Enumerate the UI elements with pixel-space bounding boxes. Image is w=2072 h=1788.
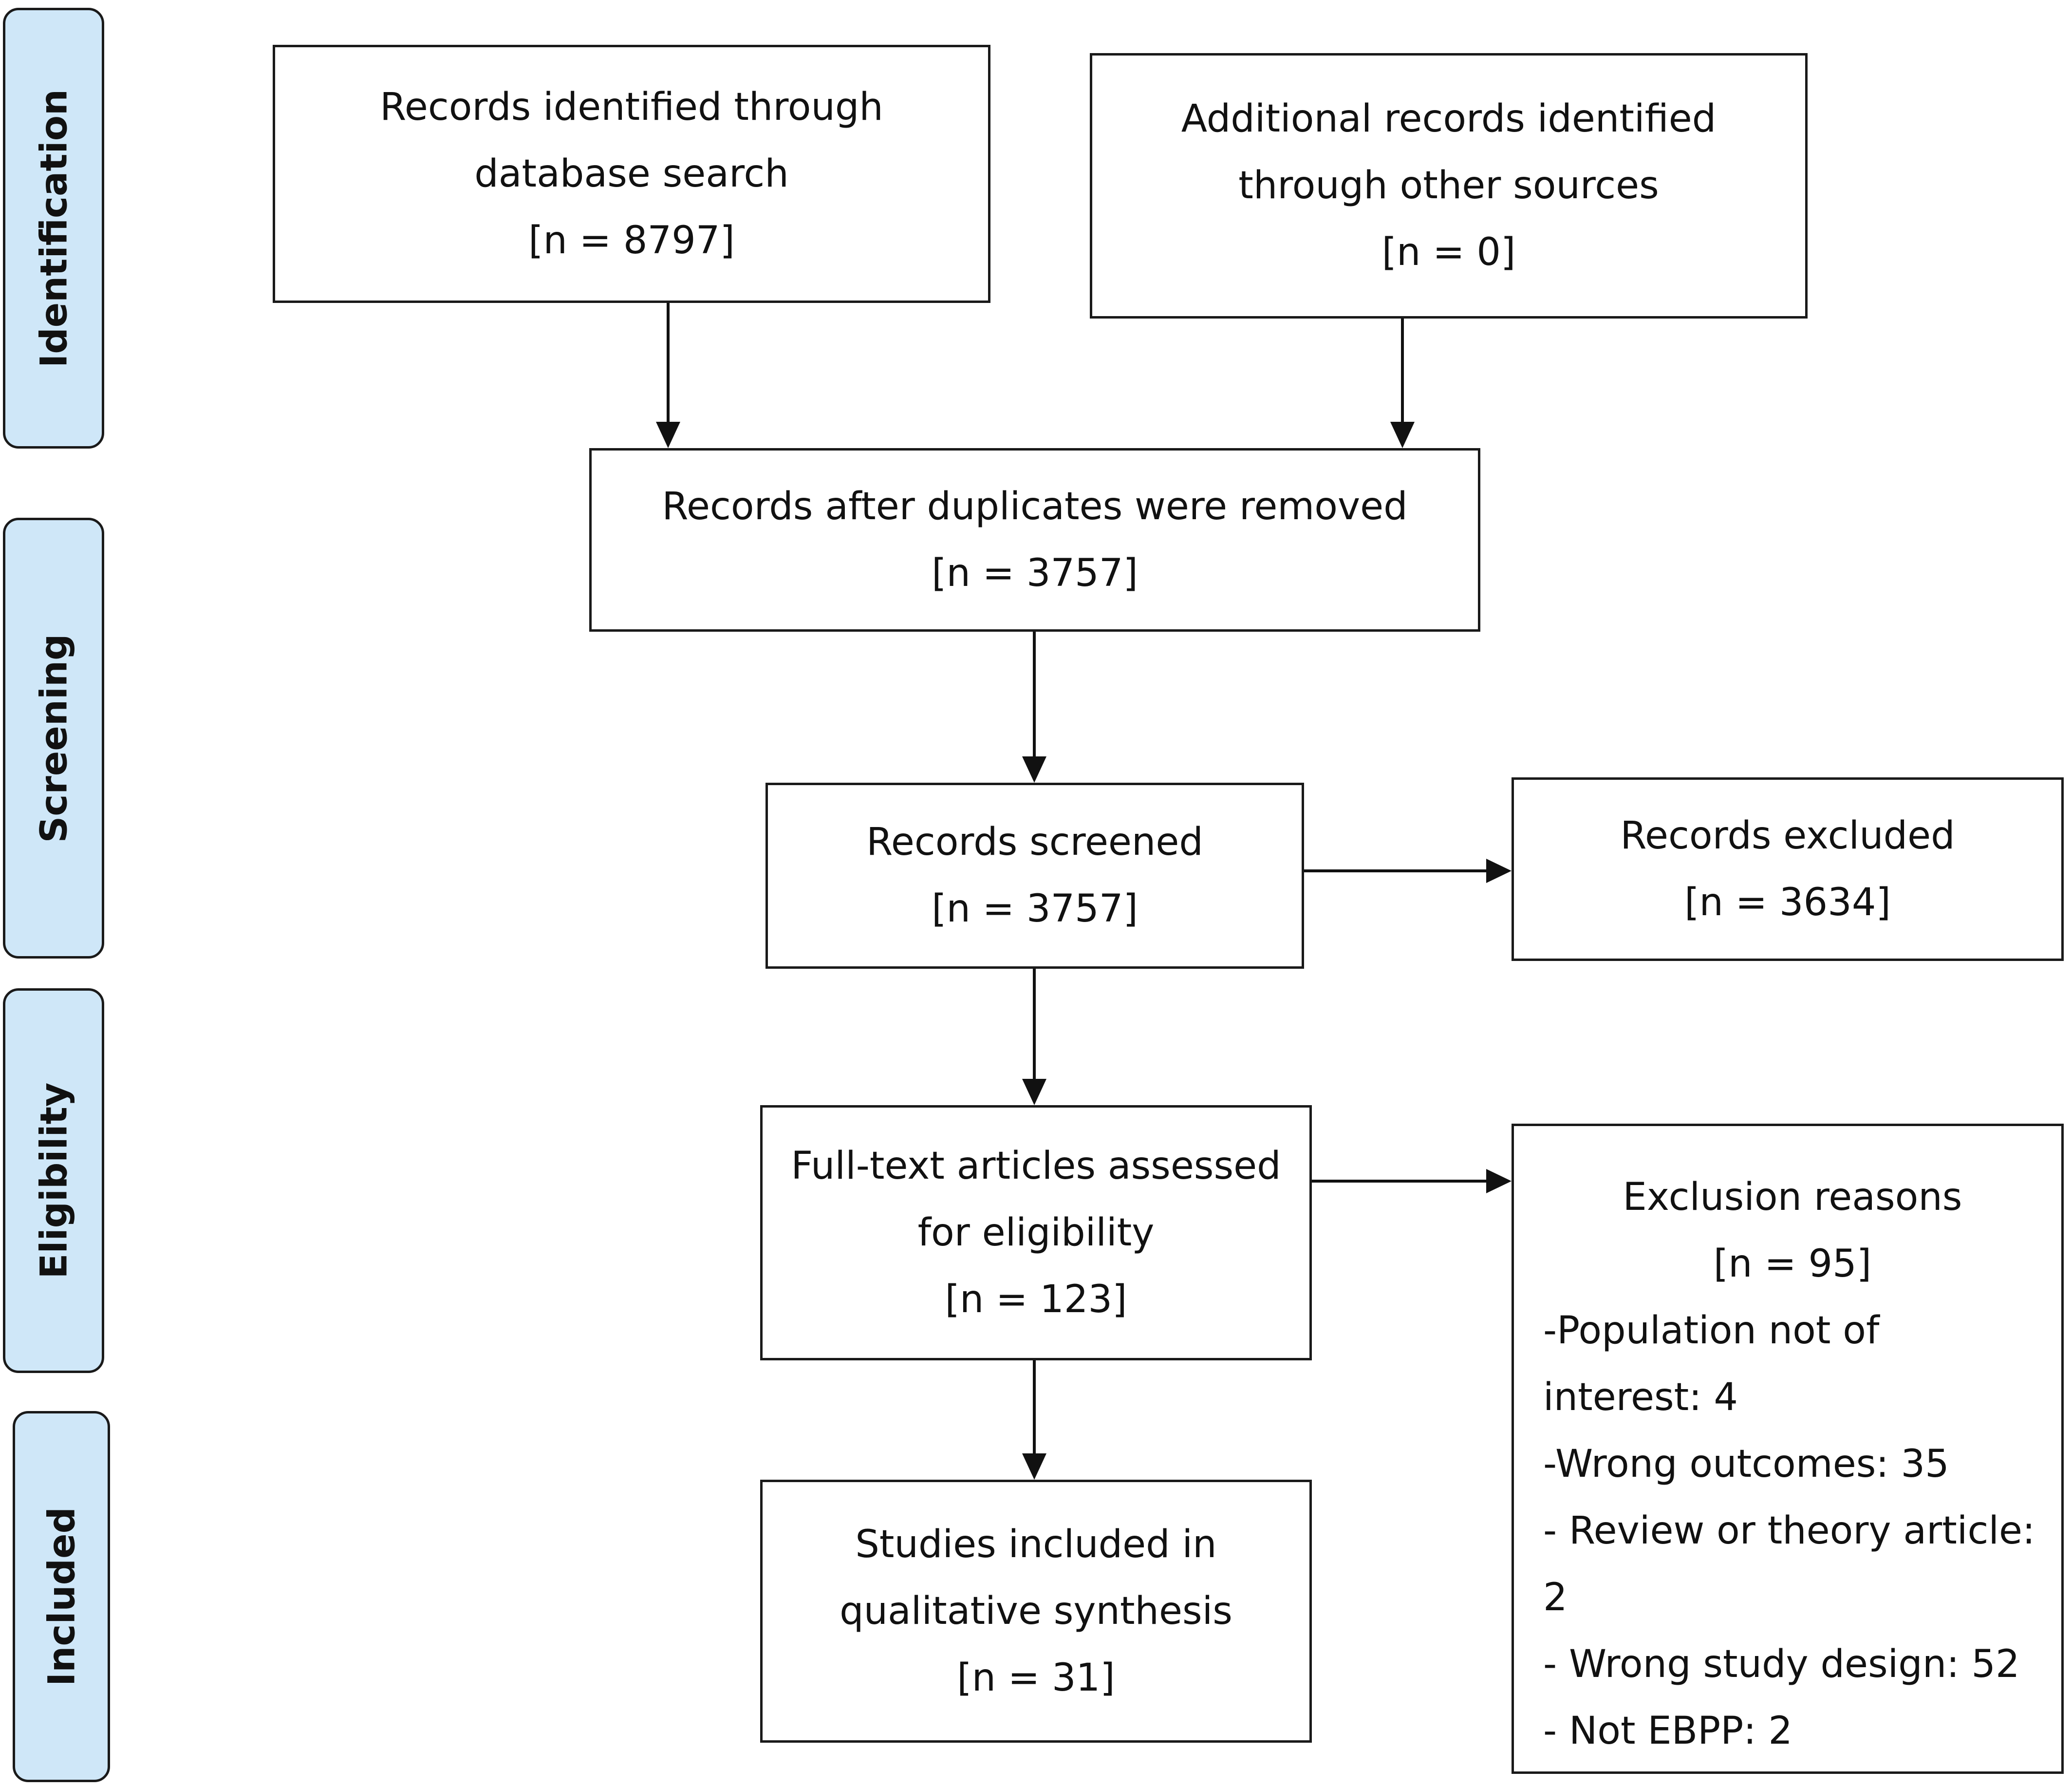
records-screened-count: [n = 3757] [932,887,1138,931]
duplicates-removed-box: Records after duplicates were removed [n… [589,448,1480,632]
exclusion-reasons-count: [n = 95] [1713,1242,1872,1286]
included-studies-count: [n = 31] [957,1656,1115,1700]
exclusion-reason-item: -Population not of [1543,1309,1880,1353]
arrowhead-database-to-duplicates [656,422,680,448]
stage-included: Included [13,1411,110,1782]
other-sources-line1: Additional records identified [1181,97,1717,141]
exclusion-reason-item: - Wrong study design: 52 [1543,1642,2020,1686]
arrowhead-other-to-duplicates [1390,422,1415,448]
other-sources-box: Additional records identified through ot… [1090,53,1808,319]
exclusion-reason-item: -Wrong outcomes: 35 [1543,1442,1949,1486]
stage-screening: Screening [3,518,104,959]
included-studies-line2: qualitative synthesis [840,1589,1232,1633]
full-text-count: [n = 123] [945,1277,1127,1321]
exclusion-reason-item: 2 [1543,1576,1568,1619]
exclusion-reason-item: - Not EBPP: 2 [1543,1709,1792,1753]
records-screened-line1: Records screened [866,820,1203,864]
included-studies-box: Studies included in qualitative synthesi… [760,1480,1312,1743]
database-search-line2: database search [474,151,789,196]
arrowhead-screened-to-fulltext [1022,1079,1046,1105]
full-text-line1: Full-text articles assessed [791,1144,1281,1188]
exclusion-reason-item: interest: 4 [1543,1375,1738,1419]
arrowhead-screened-to-excluded [1486,859,1512,883]
arrowhead-fulltext-to-included [1022,1453,1046,1480]
included-studies-line1: Studies included in [855,1522,1217,1566]
other-sources-count: [n = 0] [1381,230,1516,274]
stage-identification: Identification [3,8,104,449]
arrowhead-duplicates-to-screened [1022,756,1046,783]
records-excluded-line1: Records excluded [1620,813,1955,858]
exclusion-reason-item: - Review or theory article: [1543,1509,2035,1553]
stage-eligibility: Eligibility [3,988,104,1373]
exclusion-reasons-title: Exclusion reasons [1623,1175,1962,1219]
database-search-line1: Records identified through [380,85,883,129]
records-excluded-count: [n = 3634] [1684,880,1891,924]
duplicates-removed-line1: Records after duplicates were removed [662,484,1408,528]
duplicates-removed-count: [n = 3757] [932,551,1138,595]
other-sources-line2: through other sources [1238,164,1659,207]
full-text-line2: for eligibility [917,1210,1155,1255]
arrowhead-fulltext-to-reasons [1486,1169,1512,1193]
database-search-count: [n = 8797] [528,218,735,263]
full-text-box: Full-text articles assessed for eligibil… [760,1105,1312,1360]
database-search-box: Records identified through database sear… [273,45,990,303]
records-excluded-box: Records excluded [n = 3634] [1512,777,2064,961]
exclusion-reasons-box: Exclusion reasons [n = 95] -Population n… [1512,1124,2064,1774]
records-screened-box: Records screened [n = 3757] [765,783,1304,969]
